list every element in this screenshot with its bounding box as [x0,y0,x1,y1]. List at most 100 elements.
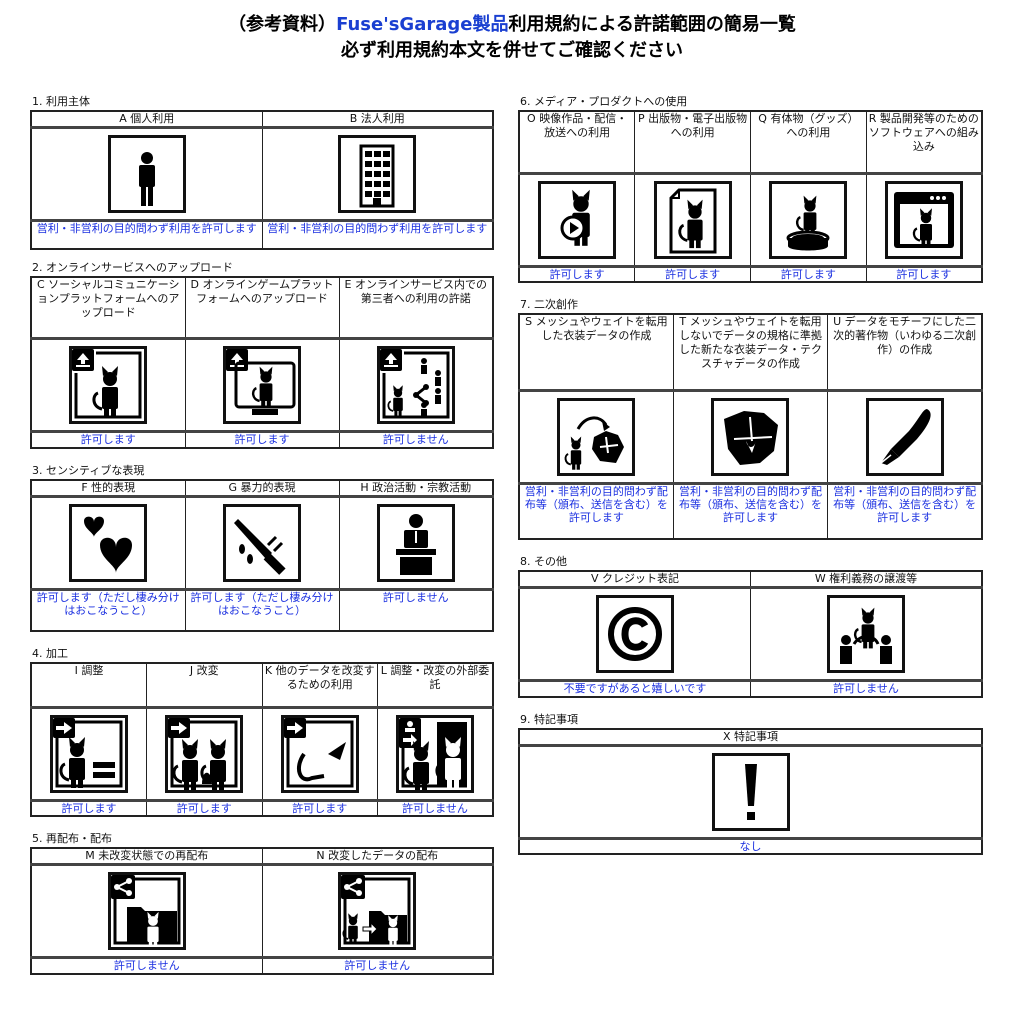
page-title: （参考資料）Fuse'sGarage製品利用規約による許諾範囲の簡易一覧 必ず利… [0,12,1024,64]
icon-cell [634,172,751,267]
icon-row [30,495,494,590]
icon-cell [30,338,186,432]
icon-row [518,172,983,267]
person-icon [107,135,186,213]
result-row: 不要ですがあると嬉しいです許可しません [518,679,983,697]
section-label: 9. 特記事項 [520,712,578,726]
item-heading-w: W 権利義務の譲渡等 [750,570,983,589]
item-heading-k: K 他のデータを改変するための利用 [261,662,378,709]
icon-row [30,127,494,221]
permission-result-s: 営利・非営利の目的問わず配布等（頒布、送信を含む）を許可します [518,481,674,540]
item-heading-i: I 調整 [30,662,147,709]
document-icon [653,180,732,259]
icon-cell [261,127,494,221]
icon-cell [338,495,494,590]
icon-row [518,389,983,484]
mesh-transfer-icon [557,397,636,476]
item-heading-s: S メッシュやウェイトを転用した衣装データの作成 [518,313,674,392]
result-row: 営利・非営利の目的問わず利用を許可します営利・非営利の目的問わず利用を許可します [30,219,494,249]
permission-result-c: 許可します [30,430,186,448]
icon-cell [865,172,983,267]
item-heading-v: V クレジット表記 [518,570,751,589]
result-row: なし [518,836,983,855]
hearts-icon [69,503,148,582]
section-label: 6. メディア・プロダクトへの使用 [520,95,688,108]
share-modified-folder-icon [338,872,417,950]
result-row: 許可します（ただし棲み分けはおこなうこと）許可します（ただし棲み分けはおこなうこ… [30,587,494,632]
icon-row [30,338,494,432]
exclamation-icon [711,752,790,831]
icon-cell [518,587,751,681]
item-heading-a: A 個人利用 [30,110,263,129]
building-icon [338,135,417,213]
parts-reuse-icon [280,714,359,793]
upload-game-monitor-icon [223,346,301,424]
icon-cell [672,389,829,484]
icon-cell [261,706,378,801]
item-heading-q: Q 有体物（グッズ）への利用 [750,110,867,175]
rights-transfer-icon [827,595,905,673]
section-label: 1. 利用主体 [32,95,90,108]
page-subtitle: 必ず利用規約本文を併せてご確認ください [341,40,683,61]
permission-result-v: 不要ですがあると嬉しいです [518,679,751,697]
result-row: 許可します許可します許可しません [30,430,494,448]
clothing-icon [711,397,790,476]
upload-avatar-icon [69,346,148,424]
permission-result-g: 許可します（ただし棲み分けはおこなうこと） [184,587,340,632]
title-suffix: 利用規約による許諾範囲の簡易一覧 [508,14,796,35]
permission-result-x: なし [518,836,983,855]
item-heading-j: J 改変 [146,662,263,709]
section-label: 4. 加工 [32,647,68,660]
icon-cell [30,495,186,590]
figure-goods-icon [769,180,848,259]
permission-result-a: 営利・非営利の目的問わず利用を許可します [30,219,263,249]
permission-result-p: 許可します [634,264,751,283]
icon-cell [518,744,983,839]
permission-result-r: 許可します [865,264,983,283]
permission-result-f: 許可します（ただし棲み分けはおこなうこと） [30,587,186,632]
outsource-icon [396,714,474,793]
permission-result-t: 営利・非営利の目的問わず配布等（頒布、送信を含む）を許可します [672,481,829,540]
permission-result-j: 許可します [146,798,263,817]
section-label: 2. オンラインサービスへのアップロード [32,260,233,274]
icon-row [30,706,494,801]
icon-cell [750,587,983,681]
header-row: X 特記事項 [518,728,983,747]
share-folder-icon [107,872,186,950]
knife-icon [223,503,301,582]
permission-result-q: 許可します [750,264,867,283]
permission-result-d: 許可します [184,430,340,448]
icon-cell [377,706,494,801]
icon-row [518,587,983,681]
item-heading-c: C ソーシャルコミュニケーションプラットフォームへのアップロード [30,276,186,340]
icon-cell [338,338,494,432]
icon-cell [518,172,636,267]
section-label: 8. その他 [520,555,567,568]
section-2: 2. オンラインサービスへのアップロード C ソーシャルコミュニケーションプラット… [30,260,494,449]
video-play-icon [538,180,617,259]
permission-table: X 特記事項なし [518,727,983,855]
item-heading-n: N 改変したデータの配布 [261,847,494,866]
adjust-equal-icon [50,714,128,793]
permission-result-e: 許可しません [338,430,494,448]
item-heading-f: F 性的表現 [30,479,186,498]
item-heading-x: X 特記事項 [518,728,983,747]
item-heading-g: G 暴力的表現 [184,479,340,498]
result-row: 許可します許可します許可します許可しません [30,798,494,817]
item-heading-p: P 出版物・電子出版物への利用 [634,110,751,175]
